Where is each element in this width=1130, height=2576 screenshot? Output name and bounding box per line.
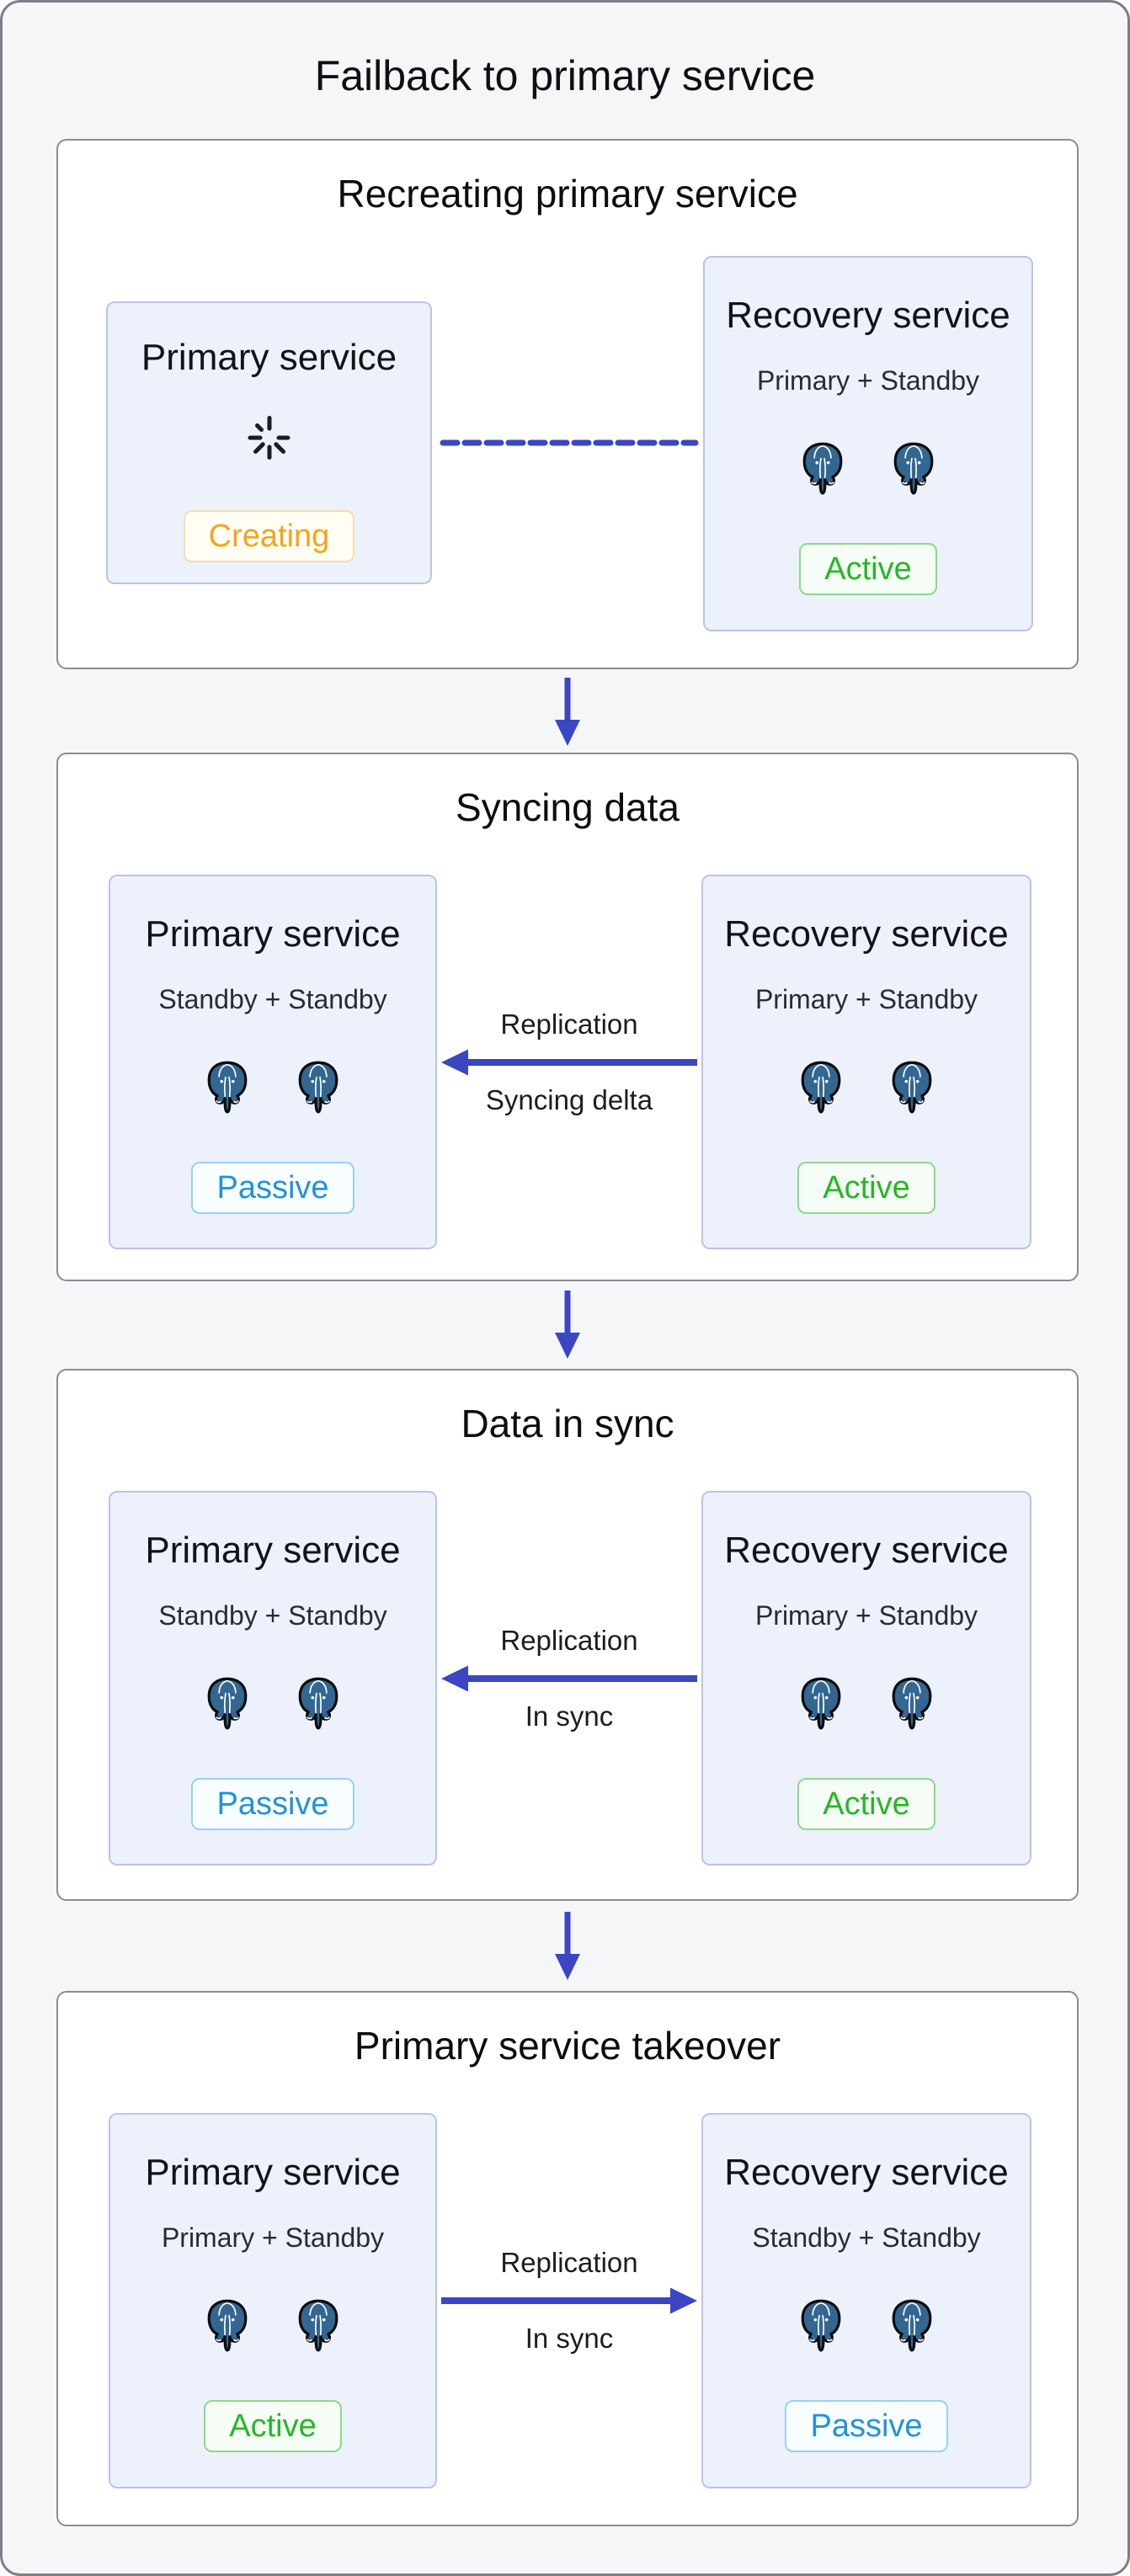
stage-title: Recreating primary service	[337, 172, 798, 216]
status-badge-active: Active	[204, 2400, 342, 2452]
postgresql-elephant-icon	[291, 1676, 345, 1733]
postgresql-elephant-icon	[794, 2298, 848, 2355]
card-subtitle: Primary + Standby	[754, 1600, 978, 1631]
card-subtitle: Standby + Standby	[158, 984, 387, 1014]
stage-primary-service-takeover: Primary service takeover Primary service…	[56, 1991, 1079, 2526]
stage-title: Primary service takeover	[354, 2024, 781, 2068]
card-title: Recovery service	[724, 913, 1009, 955]
primary-service-card: Primary service Standby + Standby Passiv…	[109, 875, 437, 1249]
connector-label-bottom: In sync	[525, 2322, 614, 2354]
postgres-instances	[796, 441, 941, 498]
postgresql-elephant-icon	[200, 2298, 254, 2355]
card-title: Recovery service	[724, 2152, 1009, 2193]
postgresql-elephant-icon	[885, 1060, 939, 1117]
page-title: Failback to primary service	[314, 52, 816, 99]
postgresql-elephant-icon	[796, 441, 850, 498]
connector-label-top: Replication	[500, 2246, 638, 2278]
primary-service-card: Primary service Standby + Standby Passiv…	[109, 1491, 437, 1865]
replication-connector: Replication Syncing delta	[437, 875, 701, 1249]
card-subtitle: Primary + Standby	[161, 2222, 385, 2253]
connector-label-bottom: Syncing delta	[485, 1083, 653, 1115]
primary-service-card: Primary service Creating	[106, 301, 432, 584]
postgres-instances	[200, 2298, 345, 2355]
card-subtitle: Primary + Standby	[756, 365, 980, 396]
down-arrow-icon	[555, 1912, 580, 1980]
left-arrow-icon	[441, 1665, 697, 1691]
status-badge-creating: Creating	[183, 510, 355, 562]
postgresql-elephant-icon	[794, 1060, 848, 1117]
right-arrow-icon	[441, 2287, 697, 2313]
replication-connector: Replication In sync	[437, 1491, 701, 1865]
status-badge-passive: Passive	[191, 1162, 354, 1214]
primary-service-card: Primary service Primary + Standby Active	[109, 2113, 437, 2488]
card-title: Primary service	[145, 2152, 401, 2193]
down-arrow-icon	[555, 678, 580, 746]
status-badge-passive: Passive	[785, 2400, 948, 2452]
card-title: Primary service	[141, 337, 397, 378]
card-title: Primary service	[145, 1530, 401, 1571]
postgresql-elephant-icon	[291, 2298, 345, 2355]
stage-syncing-data: Syncing data Primary service Standby + S…	[56, 753, 1079, 1281]
stage-data-in-sync: Data in sync Primary service Standby + S…	[56, 1369, 1079, 1901]
postgres-instances	[200, 1060, 345, 1117]
postgresql-elephant-icon	[291, 1060, 345, 1117]
status-badge-active: Active	[799, 543, 937, 595]
card-subtitle: Standby + Standby	[158, 1600, 387, 1631]
postgresql-elephant-icon	[885, 2298, 939, 2355]
recovery-service-card: Recovery service Primary + Standby Activ…	[701, 875, 1031, 1249]
stage-title: Syncing data	[456, 785, 680, 829]
down-arrow-icon	[555, 1291, 580, 1359]
card-subtitle: Standby + Standby	[752, 2222, 981, 2253]
postgres-instances	[794, 1676, 939, 1733]
postgres-instances	[794, 1060, 939, 1117]
postgres-instances	[794, 2298, 939, 2355]
postgresql-elephant-icon	[794, 1676, 848, 1733]
dashed-connector-line	[440, 439, 699, 446]
status-badge-active: Active	[797, 1162, 935, 1214]
postgres-instances	[200, 1676, 345, 1733]
card-title: Recovery service	[726, 295, 1010, 336]
postgresql-elephant-icon	[885, 1676, 939, 1733]
connector-label-top: Replication	[500, 1624, 638, 1656]
stage-title: Data in sync	[461, 1402, 674, 1445]
status-badge-passive: Passive	[191, 1778, 354, 1830]
recovery-service-card: Recovery service Standby + Standby Passi…	[701, 2113, 1031, 2488]
postgresql-elephant-icon	[200, 1060, 254, 1117]
card-subtitle: Primary + Standby	[754, 984, 978, 1014]
recovery-service-card: Recovery service Primary + Standby Activ…	[703, 256, 1033, 631]
connector-label-bottom: In sync	[525, 1700, 614, 1732]
stage-recreating-primary-service: Recreating primary service Primary servi…	[56, 139, 1079, 669]
status-badge-active: Active	[797, 1778, 935, 1830]
recovery-service-card: Recovery service Primary + Standby Activ…	[701, 1491, 1031, 1865]
postgresql-elephant-icon	[200, 1676, 254, 1733]
postgresql-elephant-icon	[887, 441, 941, 498]
card-title: Recovery service	[724, 1530, 1009, 1571]
replication-connector: Replication In sync	[437, 2113, 701, 2488]
left-arrow-icon	[441, 1049, 697, 1075]
loading-spinner-icon	[248, 416, 290, 460]
connector-label-top: Replication	[500, 1008, 638, 1040]
card-title: Primary service	[145, 913, 401, 955]
